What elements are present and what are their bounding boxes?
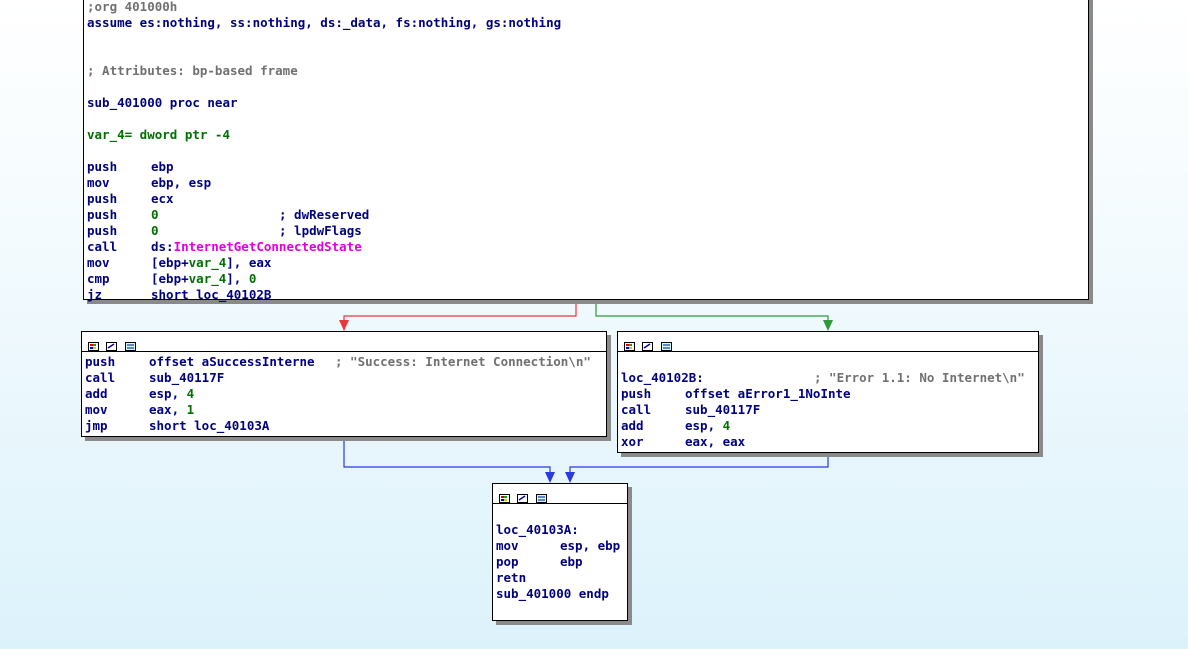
arrow-head-blue-left <box>545 472 555 483</box>
operand[interactable]: esp, 4 <box>149 386 195 401</box>
operand[interactable]: esp, ebp <box>560 538 621 553</box>
loc-label-line[interactable]: loc_40102B: ; "Error 1.1: No Internet\n" <box>621 370 1035 386</box>
org-line: ;org 401000h <box>87 0 178 14</box>
node-header <box>493 484 627 504</box>
assume-line: assume es:nothing, ss:nothing, ds:_data,… <box>87 15 562 30</box>
mnemonic: add <box>85 386 108 401</box>
node-success-branch[interactable]: push offset aSuccessInterne ; "Success: In… <box>81 331 607 437</box>
operand[interactable]: esp, 4 <box>685 418 731 433</box>
instruction-row[interactable]: pop ebp <box>496 554 624 570</box>
mnemonic: pop <box>496 554 519 569</box>
operand[interactable]: ebp, esp <box>151 175 212 190</box>
mnemonic: mov <box>87 255 110 270</box>
operand[interactable]: eax, 1 <box>149 402 195 417</box>
proc-end: sub_401000 endp <box>496 586 609 601</box>
list-icon[interactable] <box>661 336 672 351</box>
operand[interactable]: sub_40117F <box>685 402 761 417</box>
arrow-head-red <box>339 320 349 331</box>
list-icon[interactable] <box>536 488 547 503</box>
instruction-row[interactable]: mov ebp, esp <box>87 175 1085 191</box>
arrow-head-green <box>823 320 833 331</box>
instruction-row[interactable]: push offset aError1_1NoInte <box>621 386 1035 402</box>
mnemonic: push <box>87 159 118 174</box>
mnemonic: mov <box>85 402 108 417</box>
mnemonic: retn <box>496 570 527 585</box>
graph-color-icon[interactable] <box>499 488 510 503</box>
operand[interactable]: offset aError1_1NoInte <box>685 386 851 401</box>
proc-declaration[interactable]: sub_401000 proc near <box>87 95 238 110</box>
mnemonic: push <box>621 386 652 401</box>
error-string-comment: ; "Error 1.1: No Internet\n" <box>814 370 1025 385</box>
operand[interactable]: short loc_40102B <box>151 287 272 302</box>
operand[interactable]: [ebp+var_4], 0 <box>151 271 257 286</box>
operand[interactable]: ebp <box>151 159 174 174</box>
loc-40102b-label[interactable]: loc_40102B: <box>621 370 704 385</box>
instruction-comment: ; dwReserved <box>279 207 370 222</box>
operand[interactable]: offset aSuccessInterne <box>149 354 315 369</box>
node-epilogue[interactable]: loc_40103A: mov esp, ebp pop ebp retn sub_40… <box>492 483 628 621</box>
graph-color-icon[interactable] <box>624 336 635 351</box>
mnemonic: push <box>87 223 118 238</box>
rename-icon[interactable] <box>517 488 528 503</box>
instruction-row[interactable]: push offset aSuccessInterne ; "Success: In… <box>85 354 603 370</box>
mnemonic: push <box>85 354 116 369</box>
edge-left-to-bottom <box>343 437 551 476</box>
node-header <box>618 332 1038 352</box>
attributes-comment: ; Attributes: bp-based frame <box>87 63 298 78</box>
arrow-head-blue-right <box>565 472 575 483</box>
mnemonic: call <box>621 402 652 417</box>
node-header <box>82 332 606 352</box>
mnemonic: push <box>87 191 118 206</box>
var-declaration[interactable]: var_4= dword ptr -4 <box>87 127 230 142</box>
operand[interactable]: ebp <box>560 554 583 569</box>
operand[interactable]: sub_40117F <box>149 370 225 385</box>
operand[interactable]: short loc_40103A <box>149 418 270 433</box>
instruction-row[interactable]: mov [ebp+var_4], eax <box>87 255 1085 271</box>
instruction-row[interactable]: retn <box>496 570 624 586</box>
edge-right-to-bottom <box>569 453 829 476</box>
instruction-row[interactable]: call ds:InternetGetConnectedState <box>87 239 1085 255</box>
instruction-row[interactable]: call sub_40117F <box>621 402 1035 418</box>
operand[interactable]: eax, eax <box>685 434 746 449</box>
instruction-comment: ; "Success: Internet Connection\n" <box>335 354 591 369</box>
mnemonic: cmp <box>87 271 110 286</box>
instruction-row[interactable]: push 0 ; dwReserved <box>87 207 1085 223</box>
instruction-row[interactable]: xor eax, eax <box>621 434 1035 450</box>
instruction-row[interactable]: call sub_40117F <box>85 370 603 386</box>
mnemonic: add <box>621 418 644 433</box>
graph-color-icon[interactable] <box>88 336 99 351</box>
instruction-row[interactable]: jz short loc_40102B <box>87 287 1085 303</box>
rename-icon[interactable] <box>642 336 653 351</box>
operand[interactable]: 0 <box>151 223 159 238</box>
mnemonic: mov <box>496 538 519 553</box>
mnemonic: mov <box>87 175 110 190</box>
instruction-row[interactable]: push ecx <box>87 191 1085 207</box>
mnemonic: jz <box>87 287 103 302</box>
rename-icon[interactable] <box>106 336 117 351</box>
operand[interactable]: ds:InternetGetConnectedState <box>151 239 362 254</box>
instruction-row[interactable]: cmp [ebp+var_4], 0 <box>87 271 1085 287</box>
node-sub-401000[interactable]: ;org 401000h assume es:nothing, ss:nothi… <box>83 0 1089 303</box>
instruction-row[interactable]: add esp, 4 <box>621 418 1035 434</box>
instruction-row[interactable]: add esp, 4 <box>85 386 603 402</box>
node-error-branch[interactable]: loc_40102B:; "Error 1.1: No Internet\n" … <box>617 331 1039 453</box>
mnemonic: call <box>85 370 116 385</box>
operand[interactable]: [ebp+var_4], eax <box>151 255 272 270</box>
instruction-row[interactable]: mov eax, 1 <box>85 402 603 418</box>
mnemonic: jmp <box>85 418 108 433</box>
operand[interactable]: ecx <box>151 191 174 206</box>
mnemonic: xor <box>621 434 644 449</box>
mnemonic: call <box>87 239 118 254</box>
instruction-row[interactable]: jmp short loc_40103A <box>85 418 603 434</box>
instruction-row[interactable]: push ebp <box>87 159 1085 175</box>
mnemonic: push <box>87 207 118 222</box>
operand[interactable]: 0 <box>151 207 159 222</box>
list-icon[interactable] <box>125 336 136 351</box>
instruction-comment: ; lpdwFlags <box>279 223 362 238</box>
loc-40103a-label[interactable]: loc_40103A: <box>496 522 579 537</box>
instruction-row[interactable]: push 0 ; lpdwFlags <box>87 223 1085 239</box>
instruction-row[interactable]: mov esp, ebp <box>496 538 624 554</box>
